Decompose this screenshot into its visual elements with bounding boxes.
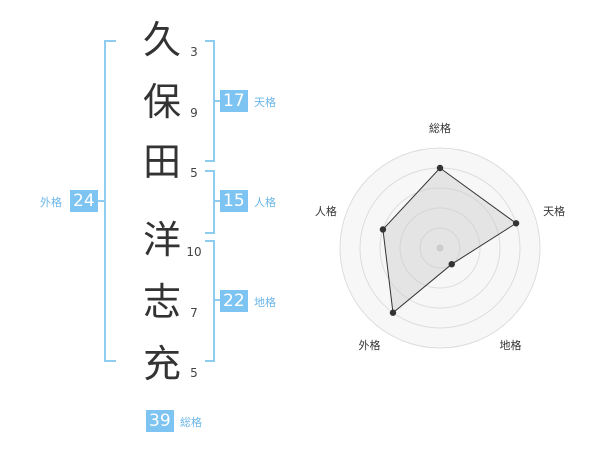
radar-center-dot [436, 244, 444, 252]
stroke-count-2: 9 [190, 106, 198, 120]
radar-ring-3 [379, 187, 501, 309]
tenkaku-score: 17 [220, 90, 248, 112]
radar-ring-5 [339, 147, 541, 349]
radar-point-1 [436, 164, 444, 172]
jinkaku-bracket [205, 170, 215, 234]
gaikaku-score: 24 [70, 190, 98, 212]
radar-point-2 [512, 220, 520, 227]
jinkaku-label: 人格 [254, 196, 276, 209]
stroke-count-4: 10 [186, 245, 202, 259]
name-char-6: 充 [142, 342, 181, 386]
name-char-3: 田 [142, 140, 181, 184]
radar-point-5 [379, 226, 387, 233]
gaikaku-bracket-tick [98, 200, 106, 202]
radar-axis-label-3: 地格 [500, 338, 522, 352]
tenkaku-label: 天格 [254, 96, 276, 109]
radar-axis-label-1: 総格 [429, 121, 451, 135]
soukaku-score: 39 [146, 410, 174, 432]
name-char-4: 洋 [142, 218, 181, 262]
gaikaku-label: 外格 [40, 196, 62, 209]
radar-axis-label-4: 外格 [358, 338, 380, 352]
radar-series-polygon [382, 167, 517, 314]
chikaku-label: 地格 [254, 296, 276, 309]
jinkaku-bracket-tick [213, 200, 220, 202]
tenkaku-bracket-tick [213, 100, 220, 102]
radar-ring-2 [399, 207, 481, 289]
name-char-5: 志 [142, 280, 181, 324]
stroke-count-1: 3 [190, 45, 198, 59]
jinkaku-score: 15 [220, 190, 248, 212]
radar-point-4 [389, 309, 397, 316]
radar-axis-label-5: 人格 [315, 204, 337, 218]
radar-ring-1 [419, 227, 461, 269]
stroke-count-5: 7 [190, 306, 198, 320]
stroke-count-3: 5 [190, 166, 198, 180]
name-char-2: 保 [142, 80, 181, 124]
name-char-1: 久 [142, 18, 181, 62]
chikaku-score: 22 [220, 290, 248, 312]
soukaku-label: 総格 [180, 416, 202, 429]
radar-point-3 [448, 260, 455, 268]
chikaku-bracket-tick [213, 299, 220, 301]
chikaku-bracket [205, 240, 215, 362]
radar-axis-label-2: 天格 [543, 204, 565, 218]
stroke-count-6: 5 [190, 366, 198, 380]
